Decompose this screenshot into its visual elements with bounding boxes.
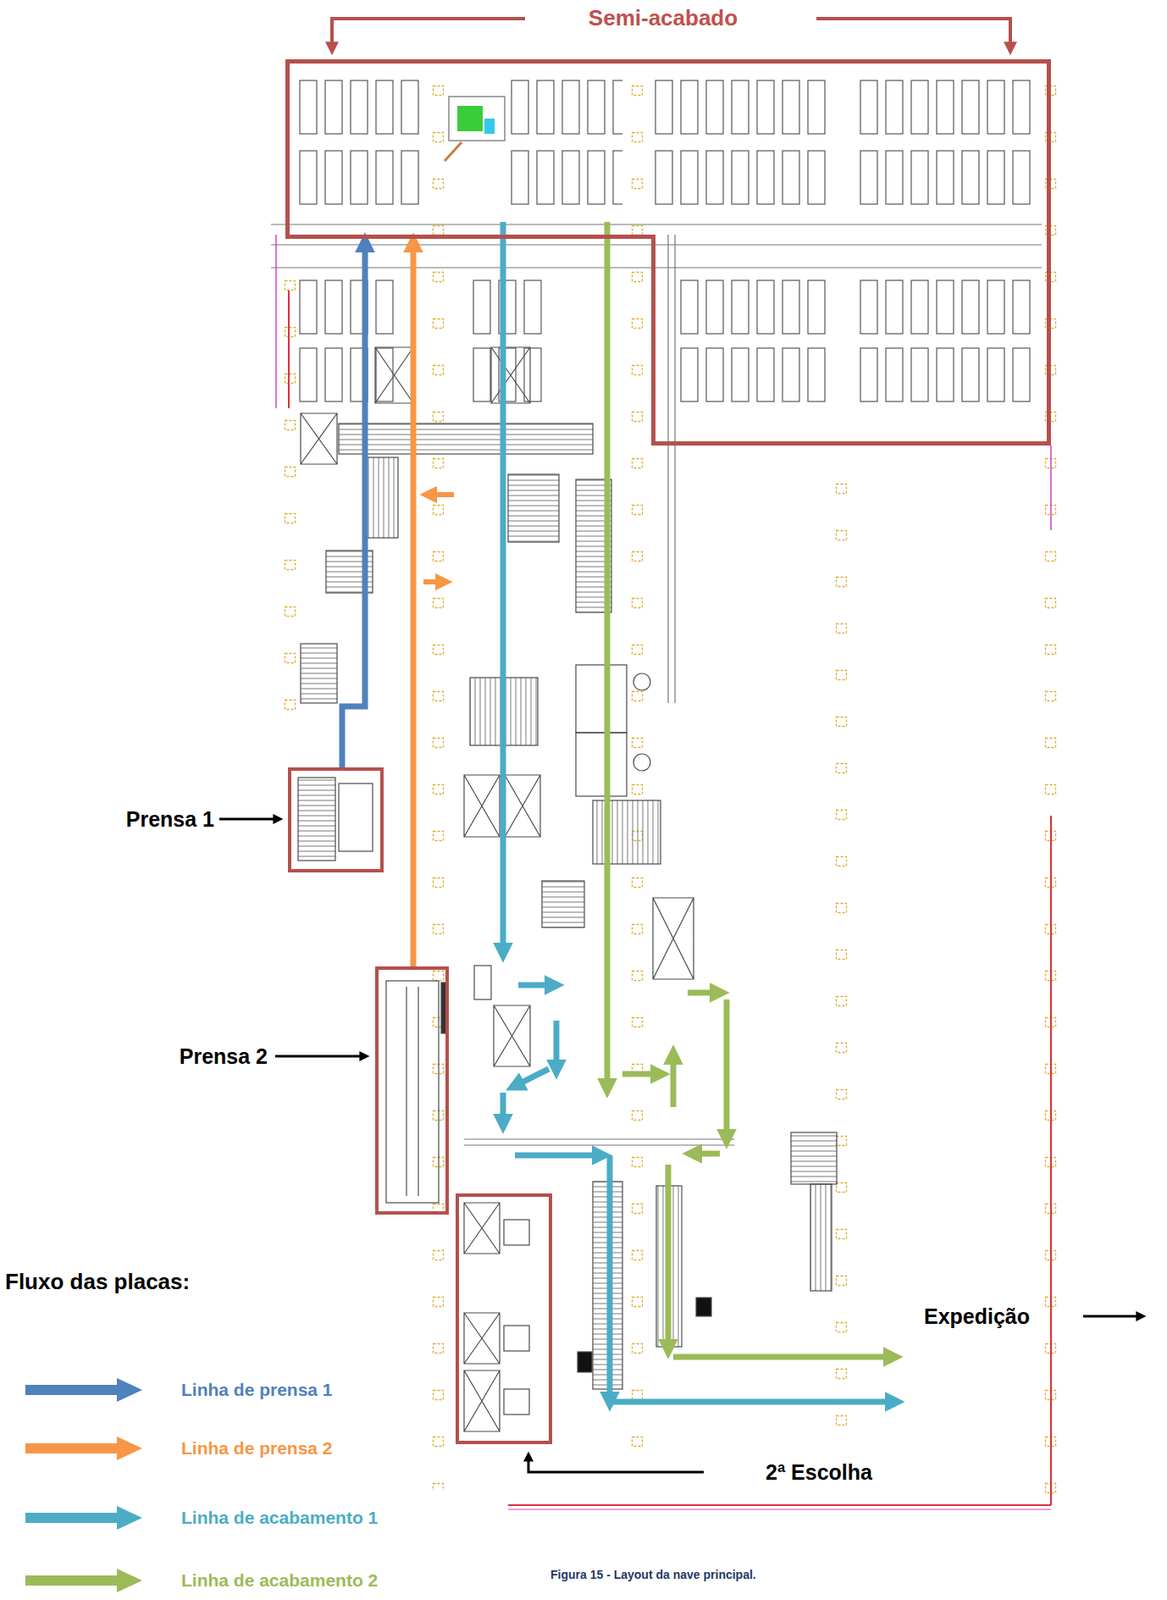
legend-swatch-svg bbox=[25, 1435, 144, 1461]
legend-text: Linha de prensa 2 bbox=[181, 1438, 333, 1459]
rack-rows bbox=[296, 77, 1035, 405]
storage-region: Semi-acabado bbox=[285, 59, 1051, 446]
machinery bbox=[298, 347, 837, 1432]
destination-label: Expedição bbox=[921, 1304, 1033, 1329]
building-columns bbox=[283, 84, 1058, 1508]
legend-swatch-svg bbox=[25, 1377, 144, 1403]
boundary-lines bbox=[276, 234, 1051, 1510]
press-label: Prensa 2 bbox=[179, 1044, 268, 1069]
press-area: Prensa 2 bbox=[375, 966, 449, 1215]
area-label: 2ª Escolha bbox=[763, 1460, 875, 1485]
legend-text: Linha de prensa 1 bbox=[181, 1379, 333, 1400]
legend-swatch bbox=[25, 1436, 143, 1461]
legend-text: Linha de acabamento 1 bbox=[181, 1507, 378, 1528]
press-area: Prensa 1 bbox=[287, 767, 384, 873]
legend-swatch-svg bbox=[25, 1567, 144, 1593]
flow-arrows bbox=[423, 221, 891, 1402]
legend-swatch bbox=[25, 1505, 143, 1530]
figure-caption: Figura 15 - Layout da nave principal. bbox=[550, 1567, 757, 1582]
legend-swatch bbox=[25, 1568, 143, 1593]
flow-connector bbox=[410, 246, 417, 967]
region-label: Semi-acabado bbox=[588, 5, 738, 32]
press-label: Prensa 1 bbox=[126, 807, 215, 832]
legend-swatch-svg bbox=[25, 1504, 144, 1531]
legend-heading: Fluxo das placas: bbox=[5, 1269, 190, 1295]
flow-connector bbox=[342, 246, 366, 768]
legend-text: Linha de acabamento 2 bbox=[181, 1570, 378, 1591]
region-outline bbox=[285, 59, 1051, 446]
region-outline-path bbox=[287, 61, 1050, 444]
legend-swatch bbox=[25, 1377, 143, 1402]
sorting-area: 2ª Escolha bbox=[455, 1193, 553, 1444]
equipment-symbol bbox=[444, 96, 505, 161]
leader-arrows bbox=[219, 18, 1140, 1472]
